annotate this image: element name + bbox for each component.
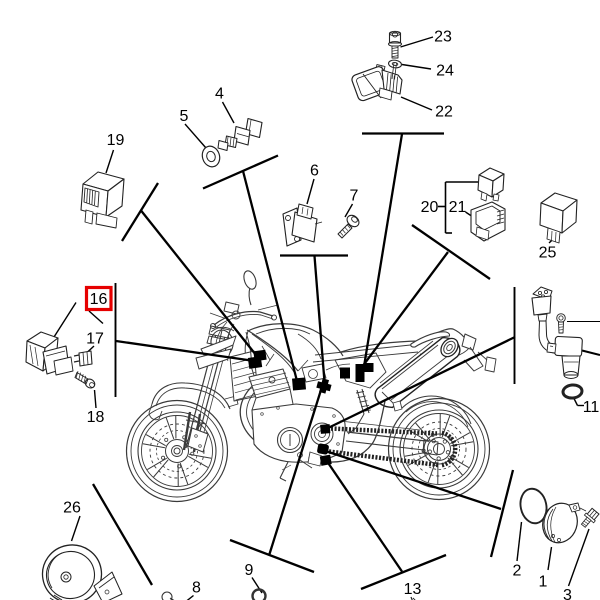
- svg-text:26: 26: [63, 500, 81, 517]
- svg-text:13: 13: [404, 581, 422, 598]
- svg-text:4: 4: [215, 86, 224, 103]
- svg-text:23: 23: [434, 29, 452, 46]
- svg-text:1: 1: [539, 574, 548, 591]
- svg-text:5: 5: [180, 108, 189, 125]
- svg-text:6: 6: [310, 163, 319, 180]
- svg-text:9: 9: [245, 562, 254, 579]
- svg-text:11: 11: [583, 399, 600, 416]
- svg-text:2: 2: [513, 563, 522, 580]
- svg-text:17: 17: [86, 331, 104, 348]
- svg-text:18: 18: [87, 409, 105, 426]
- svg-text:21: 21: [449, 199, 467, 216]
- svg-text:16: 16: [90, 291, 108, 308]
- svg-text:3: 3: [563, 587, 572, 600]
- svg-text:24: 24: [436, 63, 454, 80]
- svg-text:20: 20: [421, 199, 439, 216]
- svg-text:19: 19: [107, 132, 125, 149]
- svg-text:22: 22: [435, 104, 453, 121]
- svg-text:7: 7: [350, 188, 359, 205]
- svg-text:8: 8: [192, 580, 201, 597]
- svg-text:25: 25: [539, 245, 557, 262]
